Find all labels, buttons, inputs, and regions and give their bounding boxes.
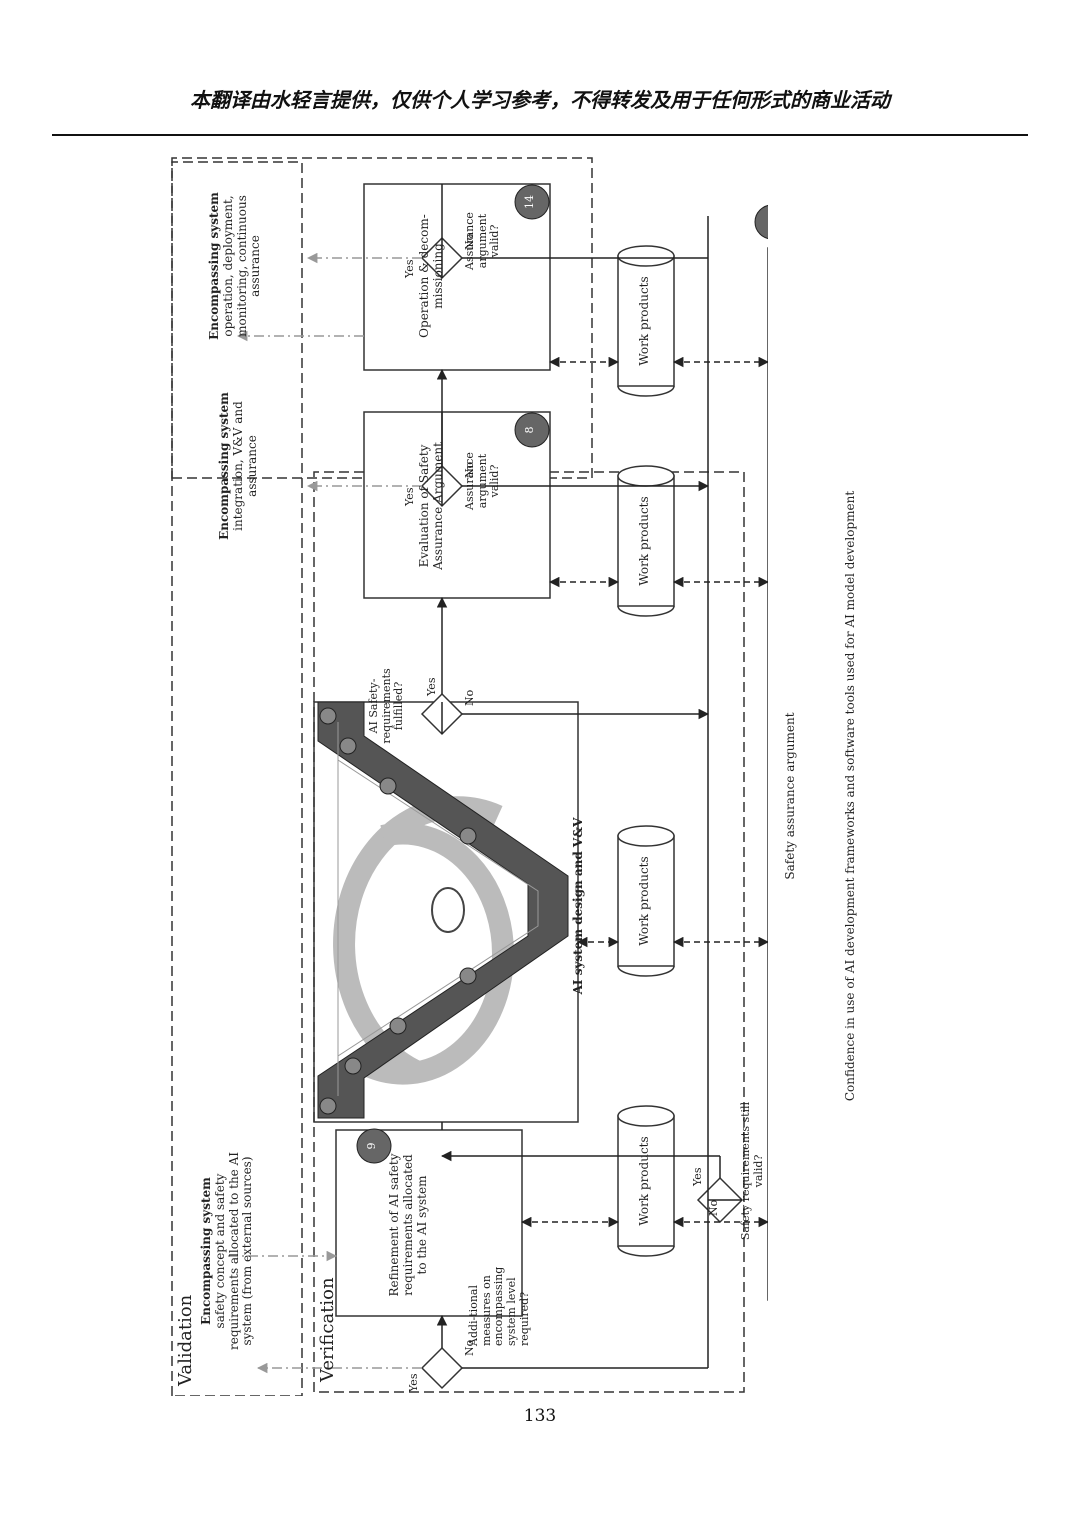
no-argument-2: No — [463, 233, 476, 250]
rotated-figure: Validation Verification Encompassing sys… — [168, 156, 857, 1396]
evaluation-label: Evaluation of Safety Assurance Argument — [417, 442, 445, 570]
no-still-valid: No — [707, 1199, 720, 1216]
diagram-canvas — [171, 157, 768, 1396]
work-products-4 — [617, 245, 675, 397]
no-fulfilled: No — [463, 689, 476, 706]
enc-integration: Encompassing system integration, V&V and… — [217, 386, 259, 546]
work-products-label-1: Work products — [637, 1136, 651, 1226]
ai-design-label: AI system design and V&V — [571, 817, 585, 995]
page-number: 133 — [523, 1406, 557, 1426]
decision-additional-label: Addi-tional measures on encompassing sys… — [467, 1266, 531, 1346]
validation-frame — [171, 161, 303, 1396]
enc-operation-title: Encompassing system — [207, 192, 221, 340]
yes-additional: Yes — [407, 1373, 420, 1392]
evaluation-box — [363, 411, 551, 599]
decision-fulfilled-label: AI Safety-requirements fulfilled? — [367, 668, 406, 744]
yes-argument-2: Yes — [403, 259, 416, 278]
enc-requirements-text: safety concept and safety requirements a… — [212, 1152, 255, 1351]
assurance-bar-label: Safety assurance argument — [783, 712, 797, 880]
yes-still-valid: Yes — [691, 1167, 704, 1186]
decision-still-valid-label: Safety requirements still valid? — [739, 1101, 765, 1241]
refinement-label: Refinement of AI safety requirements all… — [387, 1153, 429, 1297]
work-products-1 — [617, 1105, 675, 1257]
operation-box — [363, 183, 551, 371]
work-products-2 — [617, 825, 675, 977]
yes-argument-1: Yes — [403, 487, 416, 506]
badge-refinement-num: 9 — [365, 1142, 378, 1150]
enc-operation: Encompassing system operation, deploymen… — [207, 176, 263, 356]
badge-operation — [514, 184, 550, 220]
decision-argument-1-label: Assurance argument valid? — [463, 452, 502, 510]
badge-evaluation-num: 8 — [523, 426, 536, 434]
work-product-links — [520, 356, 768, 1228]
enc-integration-title: Encompassing system — [217, 392, 231, 540]
work-products-label-2: Work products — [637, 856, 651, 946]
badge-refinement — [356, 1128, 392, 1164]
header-rule — [52, 134, 1028, 136]
verification-label: Verification — [317, 1277, 338, 1382]
badge-assurance — [754, 204, 768, 240]
no-additional: No — [463, 1339, 476, 1356]
flow-arrows — [436, 184, 742, 1369]
work-products-label-4: Work products — [637, 276, 651, 366]
enc-integration-text: integration, V&V and assurance — [230, 401, 259, 531]
enc-requirements: Encompassing system safety concept and s… — [199, 1146, 255, 1356]
decision-additional — [420, 1346, 464, 1390]
work-products-label-3: Work products — [637, 496, 651, 586]
work-products-3 — [617, 465, 675, 617]
encompassing-links — [228, 252, 422, 1374]
enc-operation-text: operation, deployment, monitoring, conti… — [220, 195, 263, 337]
page-header: 本翻译由水轻言提供，仅供个人学习参考，不得转发及用于任何形式的商业活动 — [190, 88, 890, 112]
operation-label: Operation & decom-missioning — [417, 214, 445, 338]
v-model-graphic — [317, 701, 569, 1119]
enc-requirements-title: Encompassing system — [199, 1177, 213, 1325]
badge-operation-num: 14 — [523, 195, 536, 209]
no-argument-1: No — [463, 461, 476, 478]
yes-fulfilled: Yes — [425, 677, 438, 696]
process-diagram: Validation Verification Encompassing sys… — [168, 156, 857, 1396]
validation-label: Validation — [175, 1294, 196, 1386]
confidence-bar-label: Confidence in use of AI development fram… — [843, 490, 857, 1102]
badge-evaluation — [514, 412, 550, 448]
